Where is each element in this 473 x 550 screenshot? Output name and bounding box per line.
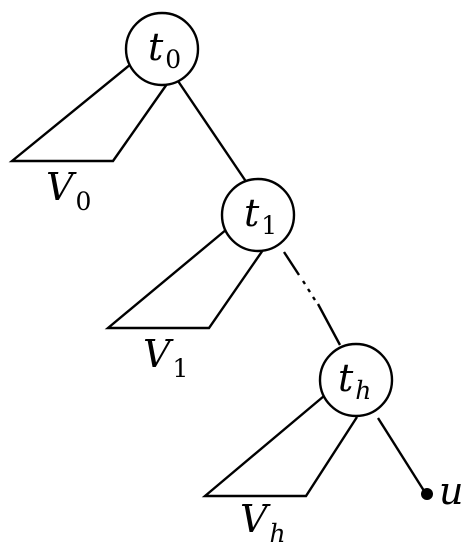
- node-t0-label: t0: [148, 25, 181, 74]
- ellipsis-dot-2: [307, 288, 311, 293]
- edge-th-u: [376, 417, 428, 495]
- ellipsis-dot-3: [312, 296, 316, 301]
- subtree-vh-label: Vh: [240, 497, 286, 548]
- node-t1-label: t1: [244, 191, 277, 240]
- node-th: th: [318, 342, 394, 418]
- subtree-v0: [8, 63, 168, 163]
- node-t0: t0: [124, 11, 200, 87]
- subtree-vh: [201, 395, 359, 498]
- subtree-v1-label: V1: [143, 332, 188, 383]
- leaf-u: u: [421, 469, 463, 513]
- node-th-label: th: [338, 356, 371, 405]
- node-t0-circle: [124, 11, 200, 87]
- leaf-u-label: u: [439, 469, 463, 513]
- node-th-circle: [318, 342, 394, 418]
- subtree-v0-label: V0: [46, 165, 91, 216]
- ellipsis-dots: [302, 280, 316, 301]
- edge-t0-t1: [177, 80, 248, 184]
- ellipsis-dot-1: [302, 280, 306, 285]
- node-t1: t1: [220, 177, 296, 253]
- leaf-u-dot: [421, 488, 433, 500]
- subtree-v1: [104, 228, 264, 330]
- edge-t1-th-start: [282, 251, 301, 276]
- edge-t1-th-end: [316, 303, 342, 346]
- node-t1-circle: [220, 177, 296, 253]
